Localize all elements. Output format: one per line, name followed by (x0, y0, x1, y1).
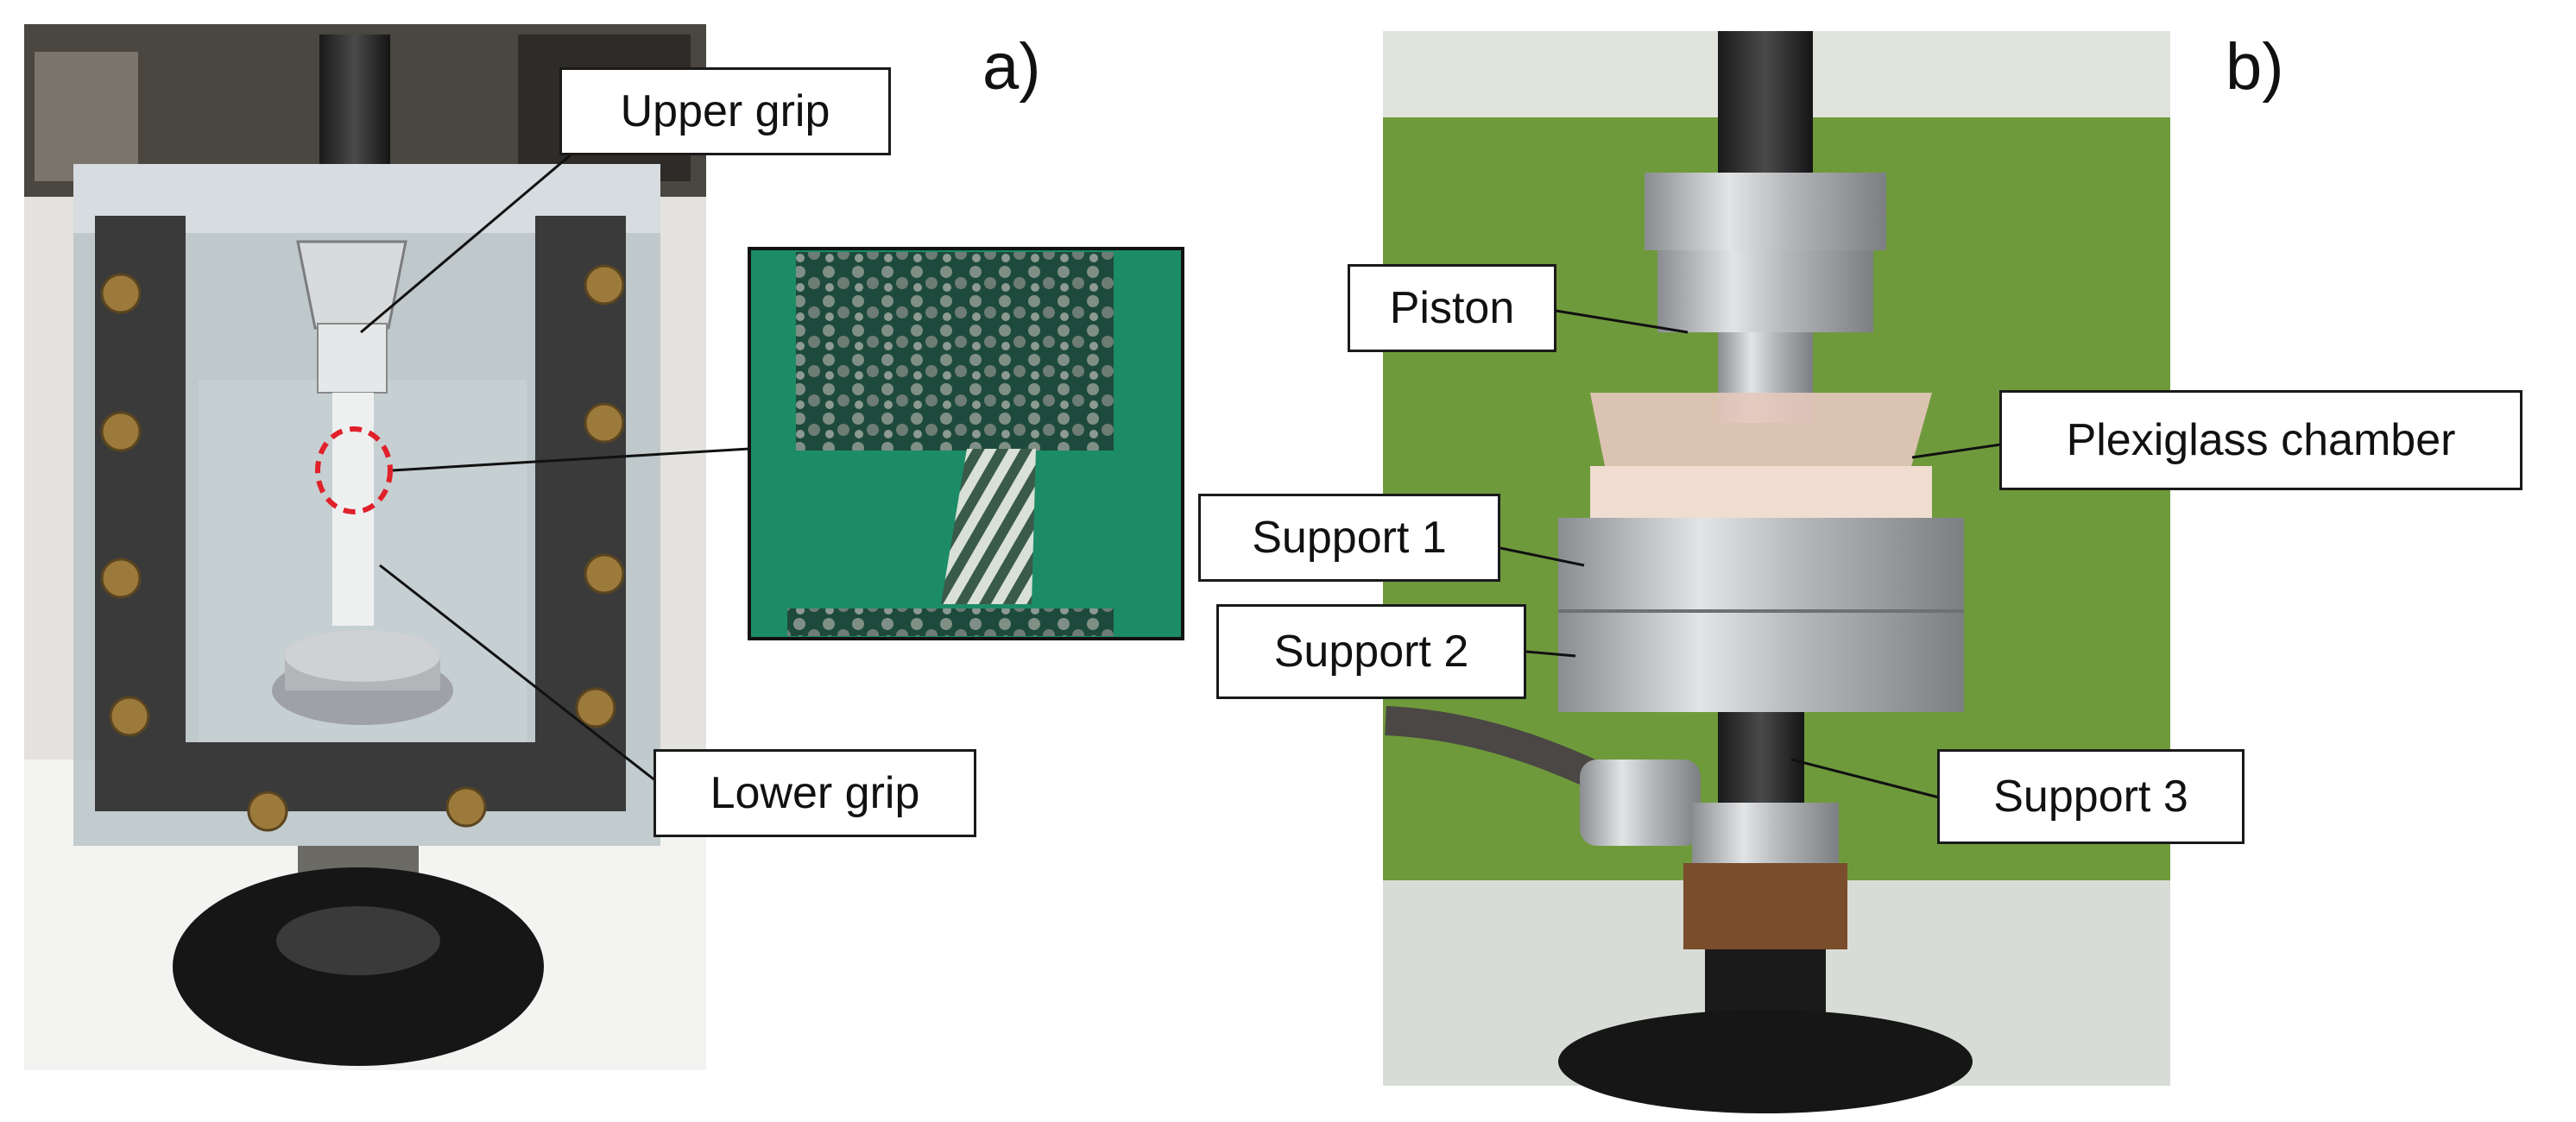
foam-frame-bottom (95, 742, 626, 811)
piston-photo (1645, 173, 1886, 250)
callout-plexiglass-chamber: Plexiglass chamber (1999, 390, 2522, 490)
photo-a (24, 24, 706, 1070)
callout-lower-grip: Lower grip (653, 749, 976, 837)
inset-lower-beads (787, 608, 1114, 636)
inset-closeup (748, 247, 1184, 640)
leader-lines (360, 132, 2002, 800)
support-2-photo (1558, 608, 1964, 712)
highlight-ring (315, 426, 393, 514)
screws (100, 264, 625, 832)
callout-upper-grip: Upper grip (559, 67, 891, 155)
photo-b (1383, 31, 2170, 1113)
panel-label-a: a) (982, 30, 1041, 104)
inset-mesh-specimen (941, 449, 1036, 604)
callout-piston: Piston (1348, 264, 1556, 352)
callout-support-1: Support 1 (1198, 494, 1500, 582)
panel-label-b: b) (2226, 30, 2284, 104)
support-3-photo (1718, 712, 1804, 807)
callout-support-2: Support 2 (1216, 604, 1526, 699)
inset-upper-beads (796, 252, 1114, 451)
support-1-photo (1558, 518, 1964, 613)
upper-grip-photo (296, 240, 407, 330)
plexiglass-chamber-photo (1590, 393, 1932, 479)
callout-support-3: Support 3 (1937, 749, 2245, 844)
base-plate-b (1558, 1010, 1973, 1113)
